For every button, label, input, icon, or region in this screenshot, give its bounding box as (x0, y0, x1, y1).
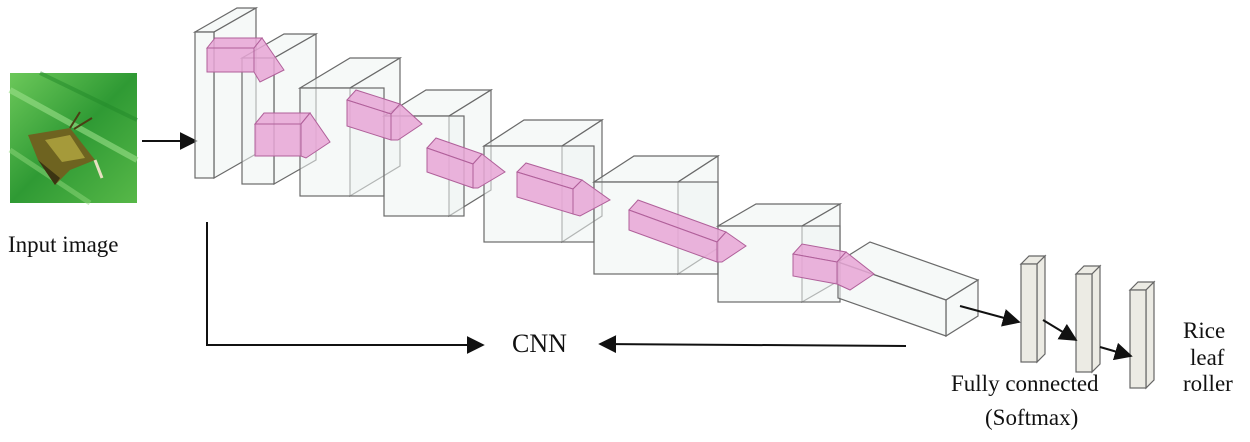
conv-block-8 (836, 241, 980, 338)
kernel-3 (346, 89, 423, 141)
kernel-1 (205, 37, 285, 83)
block-to-fc-arrow (959, 305, 1021, 327)
fully-connected-label: Fully connected (951, 371, 1099, 396)
kernel-4 (426, 137, 506, 189)
input-image (8, 71, 139, 206)
conv-blocks (192, 6, 980, 338)
cnn-left-arrow (206, 222, 485, 354)
cnn-label: CNN (512, 329, 567, 358)
conv-kernels (205, 37, 875, 291)
fc-layer-2 (1074, 264, 1102, 374)
output-label-line-2: leaf (1190, 345, 1225, 370)
fc-arrow-2 (1099, 342, 1133, 361)
fc-arrow-1 (1042, 319, 1078, 341)
moth-icon (28, 111, 104, 185)
kernel-6 (628, 199, 747, 263)
output-label-line-1: Rice (1183, 318, 1226, 343)
fully-connected-layers (1019, 254, 1156, 390)
kernel-7 (792, 243, 875, 291)
output-label-line-3: roller (1183, 371, 1233, 396)
fc-layer-3 (1128, 280, 1156, 390)
fc-layer-1 (1019, 254, 1047, 364)
kernel-2 (253, 112, 331, 159)
kernel-5 (516, 162, 611, 217)
softmax-label: (Softmax) (985, 405, 1079, 430)
cnn-right-arrow (598, 335, 907, 354)
input-image-label: Input image (8, 232, 119, 257)
